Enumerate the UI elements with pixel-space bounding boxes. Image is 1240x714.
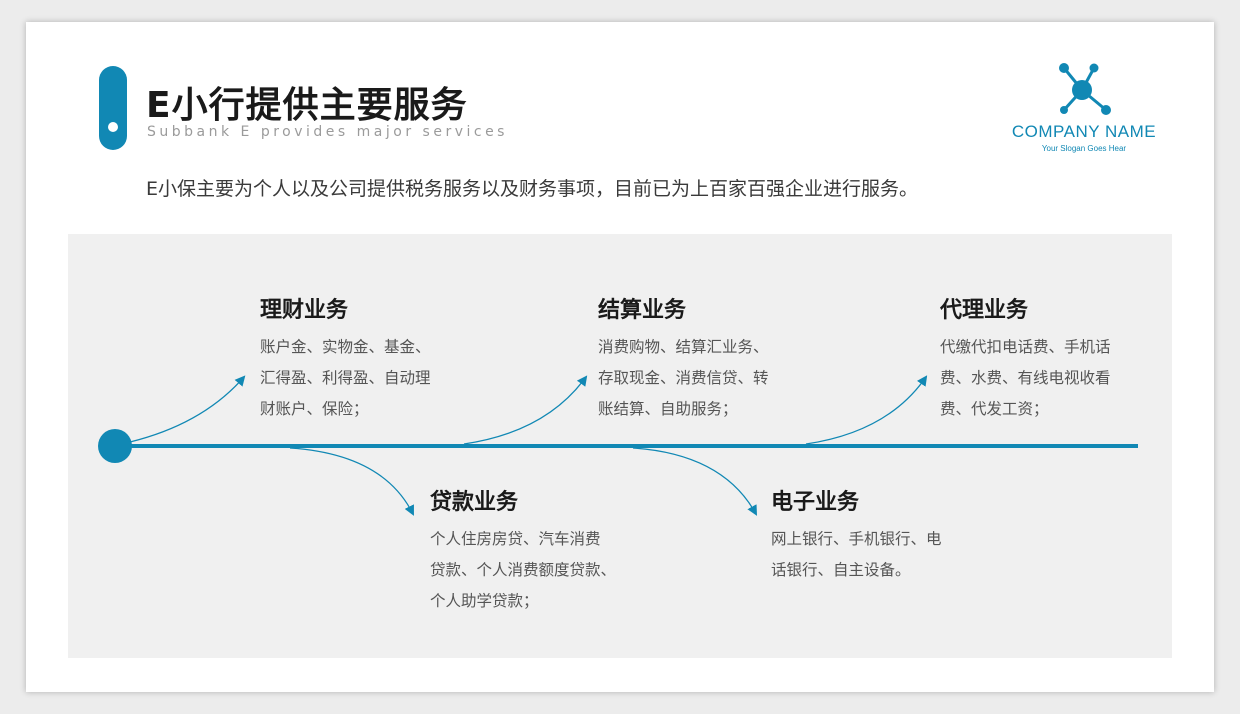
page-title: E小行提供主要服务: [146, 85, 468, 126]
arrow-agency: [805, 375, 928, 445]
arrow-electronic: [632, 447, 758, 516]
intro-text: E小保主要为个人以及公司提供税务服务以及财务事项，目前已为上百家百强企业进行服务…: [146, 178, 919, 200]
service-desc: 账户金、实物金、基金、 汇得盈、利得盈、自动理 财账户、保险；: [260, 338, 431, 418]
service-agency: 代理业务 代缴代扣电话费、手机话 费、水费、有线电视收看 费、代发工资；: [940, 292, 1160, 425]
slide: E小行提供主要服务 Subbank E provides major servi…: [26, 22, 1214, 692]
company-slogan: Your Slogan Goes Hear: [1041, 144, 1127, 153]
service-desc: 个人住房房贷、汽车消费 贷款、个人消费额度贷款、 个人助学贷款；: [430, 530, 617, 610]
service-desc: 代缴代扣电话费、手机话 费、水费、有线电视收看 费、代发工资；: [940, 338, 1111, 418]
timeline-start-dot: [98, 429, 132, 463]
service-desc: 网上银行、手机银行、电 话银行、自主设备。: [771, 530, 942, 579]
arrow-loan: [289, 447, 414, 516]
service-wealth: 理财业务 账户金、实物金、基金、 汇得盈、利得盈、自动理 财账户、保险；: [260, 292, 480, 425]
services-panel: 理财业务 账户金、实物金、基金、 汇得盈、利得盈、自动理 财账户、保险； 贷款业…: [68, 234, 1172, 658]
arrow-wealth: [129, 375, 246, 443]
accent-dot: [108, 122, 118, 132]
company-logo: COMPANY NAME Your Slogan Goes Hear: [1004, 60, 1164, 160]
title-accent-bar: [99, 66, 127, 150]
page-subtitle: Subbank E provides major services: [147, 124, 508, 140]
service-settlement: 结算业务 消费购物、结算汇业务、 存取现金、消费信贷、转 账结算、自助服务；: [598, 292, 818, 425]
arrow-settlement: [463, 375, 588, 445]
service-title: 贷款业务: [430, 490, 519, 515]
service-title: 结算业务: [598, 298, 687, 323]
molecule-network-icon: [1059, 63, 1111, 115]
service-loan: 贷款业务 个人住房房贷、汽车消费 贷款、个人消费额度贷款、 个人助学贷款；: [430, 484, 650, 617]
service-title: 代理业务: [940, 298, 1029, 323]
service-title: 电子业务: [771, 490, 860, 515]
timeline-diagram: [98, 375, 1138, 516]
company-name: COMPANY NAME: [1011, 122, 1157, 141]
service-desc: 消费购物、结算汇业务、 存取现金、消费信贷、转 账结算、自助服务；: [598, 338, 769, 418]
service-title: 理财业务: [260, 298, 349, 323]
service-electronic: 电子业务 网上银行、手机银行、电 话银行、自主设备。: [771, 484, 991, 586]
